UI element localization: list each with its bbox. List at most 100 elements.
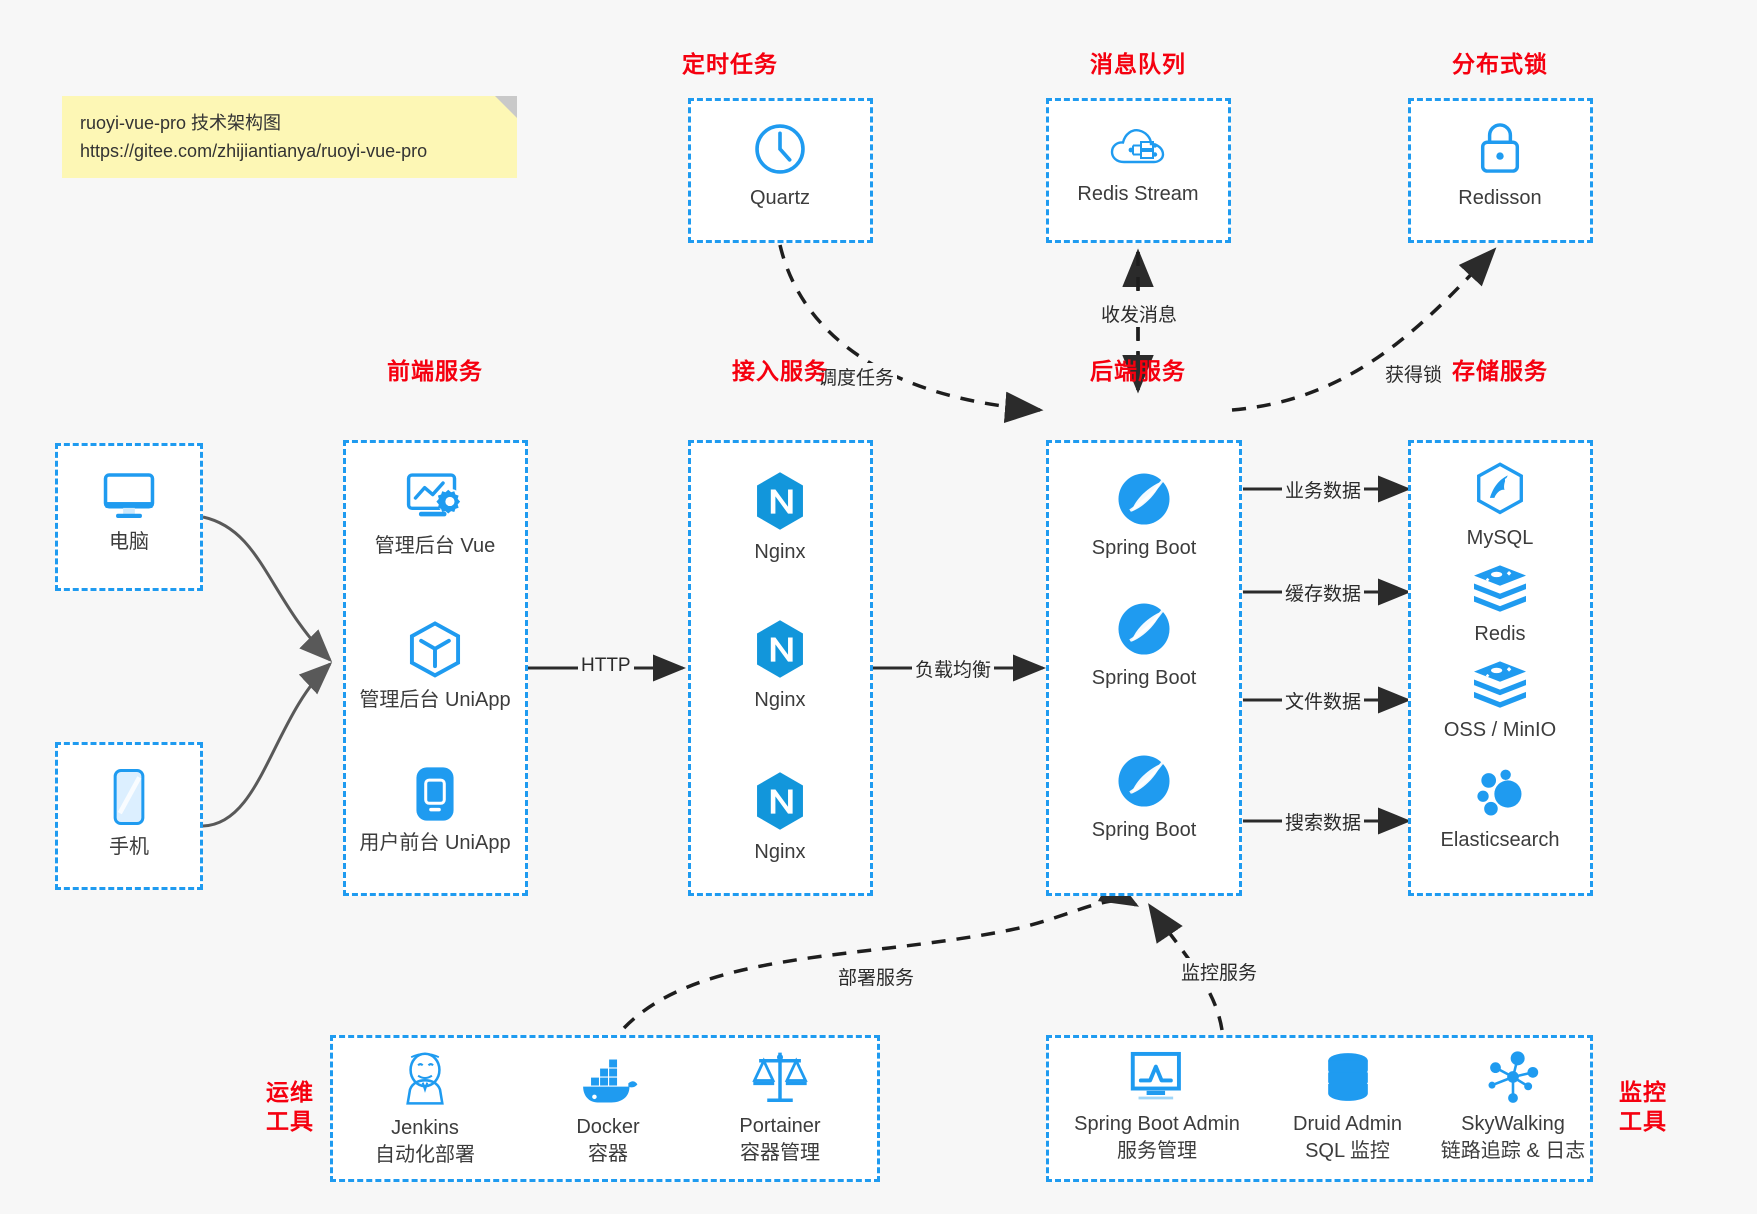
- node-label-main: Jenkins: [391, 1117, 459, 1139]
- edge-label-schedule: 调度任务: [815, 363, 898, 390]
- spring-boot-icon: [1115, 600, 1173, 658]
- node-label: 电脑: [109, 531, 149, 553]
- node-label-sub: 链路追踪 & 日志: [1440, 1140, 1586, 1162]
- node-spring-boot-1[interactable]: Spring Boot: [1070, 470, 1218, 562]
- node-label: SkyWalking 链路追踪 & 日志: [1441, 1111, 1585, 1165]
- nginx-icon: [752, 770, 808, 832]
- lock-icon: [1474, 118, 1526, 178]
- node-label: Redis Stream: [1077, 183, 1199, 205]
- spring-boot-icon: [1115, 752, 1173, 810]
- node-redis[interactable]: Redis: [1430, 562, 1570, 648]
- node-label: Spring Boot: [1091, 537, 1197, 559]
- group-title-devops-line2: 工具: [266, 1107, 314, 1134]
- group-title-monitor-line1: 监控: [1619, 1079, 1667, 1105]
- desktop-icon: [99, 468, 159, 522]
- node-docker[interactable]: Docker 容器: [528, 1055, 688, 1168]
- edge-mobile-to-frontend: [202, 661, 333, 828]
- node-label-sub: 服务管理: [1117, 1140, 1197, 1162]
- edge-label-mq: 收发消息: [1098, 300, 1181, 327]
- edge-label-monitoring: 监控服务: [1178, 958, 1261, 985]
- title-note: ruoyi-vue-pro 技术架构图 https://gitee.com/zh…: [62, 96, 517, 178]
- node-admin-uniapp[interactable]: 管理后台 UniApp: [359, 620, 511, 714]
- node-label: Docker 容器: [576, 1114, 639, 1168]
- node-label: 管理后台 UniApp: [359, 689, 511, 711]
- redis-icon: [1471, 658, 1529, 710]
- edge-label-search-data: 搜索数据: [1282, 808, 1365, 835]
- node-label: MySQL: [1466, 527, 1534, 549]
- node-nginx-1[interactable]: Nginx: [710, 470, 850, 566]
- monitor-chart-icon: [1127, 1050, 1187, 1104]
- node-label-main: Docker: [576, 1116, 640, 1138]
- group-title-mq: 消息队列: [1090, 51, 1186, 77]
- node-label: 管理后台 Vue: [374, 535, 496, 557]
- note-fold-corner: [495, 96, 517, 118]
- group-title-frontend: 前端服务: [387, 358, 483, 384]
- database-icon: [1320, 1050, 1376, 1104]
- group-box-monitor: [1046, 1035, 1593, 1182]
- group-title-backend: 后端服务: [1090, 358, 1186, 384]
- node-redisson[interactable]: Redisson: [1430, 118, 1570, 212]
- node-label-sub: 容器管理: [740, 1142, 820, 1164]
- node-spring-boot-2[interactable]: Spring Boot: [1070, 600, 1218, 692]
- group-title-devops: 运维 工具: [255, 1078, 325, 1136]
- spring-boot-icon: [1115, 470, 1173, 528]
- node-label: Nginx: [754, 841, 806, 863]
- node-mysql[interactable]: MySQL: [1430, 462, 1570, 552]
- node-portainer[interactable]: Portainer 容器管理: [700, 1048, 860, 1167]
- mysql-icon: [1473, 462, 1527, 518]
- node-label: Spring Boot: [1091, 667, 1197, 689]
- node-pc[interactable]: 电脑: [73, 468, 185, 556]
- node-label: Spring Boot: [1091, 819, 1197, 841]
- node-label: OSS / MinIO: [1443, 719, 1557, 741]
- note-line-title: ruoyi-vue-pro 技术架构图: [80, 113, 282, 133]
- cube-icon: [405, 620, 465, 680]
- node-redis-stream[interactable]: Redis Stream: [1068, 122, 1208, 208]
- edge-label-biz-data: 业务数据: [1282, 476, 1365, 503]
- node-mobile[interactable]: 手机: [73, 767, 185, 861]
- nginx-icon: [752, 470, 808, 532]
- edge-label-file-data: 文件数据: [1282, 687, 1365, 714]
- node-label: Redisson: [1458, 187, 1542, 209]
- node-label-main: Druid Admin: [1293, 1113, 1402, 1135]
- clock-icon: [751, 120, 809, 178]
- node-admin-vue[interactable]: 管理后台 Vue: [365, 470, 505, 560]
- node-label: Redis: [1474, 623, 1526, 645]
- group-title-devops-line1: 运维: [266, 1079, 314, 1105]
- node-user-uniapp[interactable]: 用户前台 UniApp: [359, 765, 511, 857]
- node-label-main: Spring Boot Admin: [1074, 1113, 1240, 1135]
- jenkins-icon: [396, 1048, 454, 1108]
- node-label: 用户前台 UniApp: [359, 832, 511, 854]
- group-title-scheduler: 定时任务: [682, 51, 778, 77]
- edge-pc-to-frontend: [202, 515, 333, 663]
- node-skywalking[interactable]: SkyWalking 链路追踪 & 日志: [1428, 1050, 1598, 1165]
- node-spring-boot-admin[interactable]: Spring Boot Admin 服务管理: [1062, 1050, 1252, 1165]
- edge-label-cache-data: 缓存数据: [1282, 579, 1365, 606]
- node-label: 手机: [109, 836, 149, 858]
- group-title-monitor: 监控 工具: [1608, 1078, 1678, 1136]
- elasticsearch-icon: [1472, 768, 1528, 820]
- node-label: Jenkins 自动化部署: [375, 1115, 475, 1169]
- node-nginx-2[interactable]: Nginx: [710, 618, 850, 714]
- node-elasticsearch[interactable]: Elasticsearch: [1420, 768, 1580, 854]
- node-label: Druid Admin SQL 监控: [1293, 1111, 1402, 1165]
- node-druid-admin[interactable]: Druid Admin SQL 监控: [1265, 1050, 1430, 1165]
- node-label: Nginx: [754, 689, 806, 711]
- scales-icon: [751, 1048, 809, 1106]
- node-label-sub: SQL 监控: [1305, 1140, 1390, 1162]
- node-spring-boot-3[interactable]: Spring Boot: [1070, 752, 1218, 844]
- node-oss-minio[interactable]: OSS / MinIO: [1430, 658, 1570, 744]
- edge-label-lock: 获得锁: [1382, 360, 1446, 387]
- docker-icon: [577, 1055, 639, 1107]
- monitor-gear-icon: [404, 470, 466, 526]
- node-label-sub: 容器: [587, 1143, 628, 1165]
- node-jenkins[interactable]: Jenkins 自动化部署: [345, 1048, 505, 1169]
- edge-label-deploy: 部署服务: [835, 963, 918, 990]
- node-nginx-3[interactable]: Nginx: [710, 770, 850, 866]
- redis-icon: [1471, 562, 1529, 614]
- node-label-main: Portainer: [739, 1115, 821, 1137]
- node-quartz[interactable]: Quartz: [710, 120, 850, 212]
- group-title-gateway: 接入服务: [732, 358, 828, 384]
- cloud-stream-icon: [1108, 122, 1168, 174]
- group-title-lock: 分布式锁: [1452, 51, 1548, 77]
